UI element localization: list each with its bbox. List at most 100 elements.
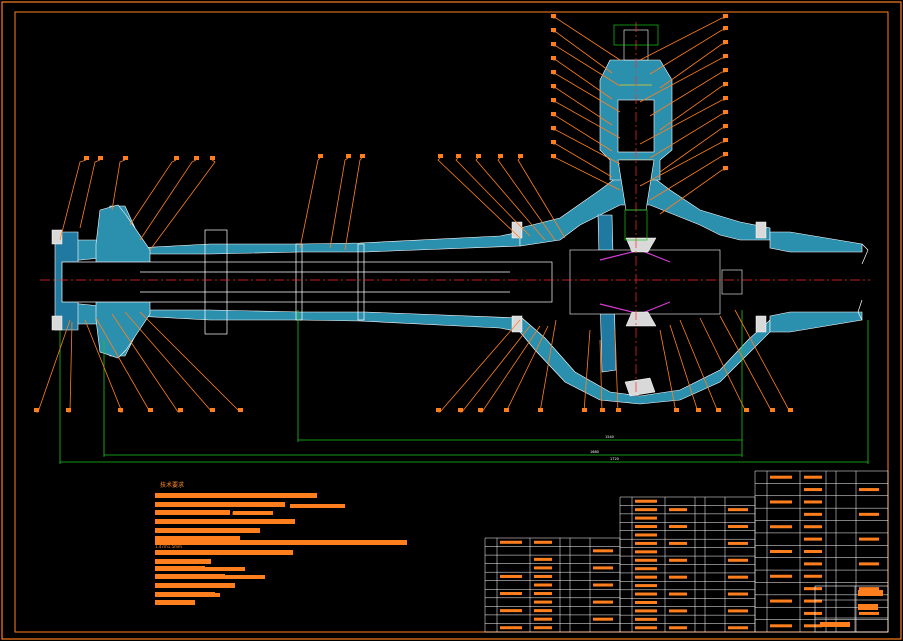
parts-cell-12 xyxy=(534,600,552,604)
right-axle-tube-lower xyxy=(769,311,863,333)
callout-tag-56 xyxy=(770,408,775,412)
parts-cell-10 xyxy=(500,592,522,596)
callout-tag-11 xyxy=(476,154,481,158)
parts-cell-44 xyxy=(635,600,657,604)
leader-line-46 xyxy=(480,325,541,413)
leader-line-5 xyxy=(149,159,216,251)
parts-cell-61 xyxy=(804,525,822,529)
parts-cell-16 xyxy=(534,617,552,621)
parts-cell-5 xyxy=(593,566,613,570)
parts-cell-7 xyxy=(534,574,552,578)
leader-line-4 xyxy=(139,159,197,241)
callout-tag-28 xyxy=(551,42,556,46)
parts-cell-77 xyxy=(804,624,822,628)
leader-line-26 xyxy=(553,17,621,61)
planet-gear-bottom xyxy=(625,311,657,327)
leader-line-2 xyxy=(111,159,126,211)
parts-cell-46 xyxy=(669,609,687,613)
callout-tag-41 xyxy=(178,408,183,412)
parts-cell-43 xyxy=(728,592,748,596)
parts-cell-45 xyxy=(635,609,657,613)
callout-tag-15 xyxy=(723,26,728,30)
parts-cell-0 xyxy=(500,540,522,544)
leader-line-54 xyxy=(679,319,719,413)
parts-cell-50 xyxy=(669,626,687,630)
callout-tag-30 xyxy=(551,70,556,74)
callout-tag-10 xyxy=(456,154,461,158)
parts-cell-24 xyxy=(635,516,657,520)
leader-line-56 xyxy=(719,315,773,413)
leader-line-8 xyxy=(344,157,363,251)
leader-line-52 xyxy=(659,329,677,413)
callout-tag-36 xyxy=(551,154,556,158)
leader-line-24 xyxy=(649,155,725,201)
callout-tag-44 xyxy=(436,408,441,412)
parts-cell-70 xyxy=(804,587,822,591)
parts-cell-68 xyxy=(770,574,792,578)
callout-tag-16 xyxy=(723,40,728,44)
title-block xyxy=(814,585,889,633)
parts-cell-30 xyxy=(669,541,687,545)
drain-plug xyxy=(624,377,656,397)
leader-line-38 xyxy=(68,321,73,413)
parts-cell-41 xyxy=(635,592,657,596)
callout-tag-27 xyxy=(551,28,556,32)
parts-list-table xyxy=(484,470,889,633)
parts-cell-6 xyxy=(500,574,522,578)
callout-tag-54 xyxy=(716,408,721,412)
callout-tag-38 xyxy=(66,408,71,412)
parts-cell-13 xyxy=(593,600,613,604)
callout-tag-12 xyxy=(498,154,503,158)
parts-cell-71 xyxy=(859,587,879,591)
leader-line-12 xyxy=(497,157,556,241)
parts-cell-38 xyxy=(669,575,687,579)
callout-tag-0 xyxy=(84,156,89,160)
parts-cell-53 xyxy=(804,475,822,479)
callout-tag-34 xyxy=(551,126,556,130)
callout-tag-47 xyxy=(504,408,509,412)
callout-tag-40 xyxy=(148,408,153,412)
callout-tag-49 xyxy=(582,408,587,412)
leader-line-11 xyxy=(475,157,546,241)
callout-tag-53 xyxy=(696,408,701,412)
parts-cell-21 xyxy=(635,508,657,512)
parts-cell-63 xyxy=(859,537,879,541)
parts-cell-26 xyxy=(669,525,687,529)
leader-line-10 xyxy=(455,157,531,237)
callout-tag-2 xyxy=(123,156,128,160)
leader-line-0 xyxy=(59,159,87,241)
parts-cell-42 xyxy=(669,592,687,596)
callout-tag-26 xyxy=(551,14,556,18)
callout-tag-52 xyxy=(674,408,679,412)
leader-line-40 xyxy=(95,317,151,413)
leader-line-50 xyxy=(599,339,603,413)
callout-tag-29 xyxy=(551,56,556,60)
leader-line-6 xyxy=(299,157,321,249)
callout-tag-37 xyxy=(34,408,39,412)
parts-cell-4 xyxy=(534,566,552,570)
callout-tag-18 xyxy=(723,68,728,72)
right-axle-tube-upper xyxy=(769,231,863,253)
callout-tag-42 xyxy=(210,408,215,412)
callout-tag-17 xyxy=(723,54,728,58)
callout-tag-6 xyxy=(318,154,323,158)
parts-cell-22 xyxy=(669,508,687,512)
callout-tag-55 xyxy=(744,408,749,412)
callout-tag-45 xyxy=(458,408,463,412)
parts-cell-17 xyxy=(593,617,613,621)
parts-cell-72 xyxy=(770,599,792,603)
note-4-value: 0.15mm0.2mm xyxy=(232,511,263,516)
parts-cell-14 xyxy=(500,609,522,613)
dimension-1660: 1660 xyxy=(590,450,599,454)
left-hub-bolt-top xyxy=(51,229,63,245)
parts-cell-28 xyxy=(635,533,657,537)
parts-cell-33 xyxy=(635,558,657,562)
parts-cell-31 xyxy=(728,541,748,545)
inner-frame xyxy=(14,11,889,633)
parts-cell-58 xyxy=(804,512,822,516)
leader-line-49 xyxy=(583,329,591,413)
parts-cell-29 xyxy=(635,541,657,545)
parts-cell-34 xyxy=(669,558,687,562)
callout-tag-43 xyxy=(238,408,243,412)
leader-line-51 xyxy=(614,329,619,413)
